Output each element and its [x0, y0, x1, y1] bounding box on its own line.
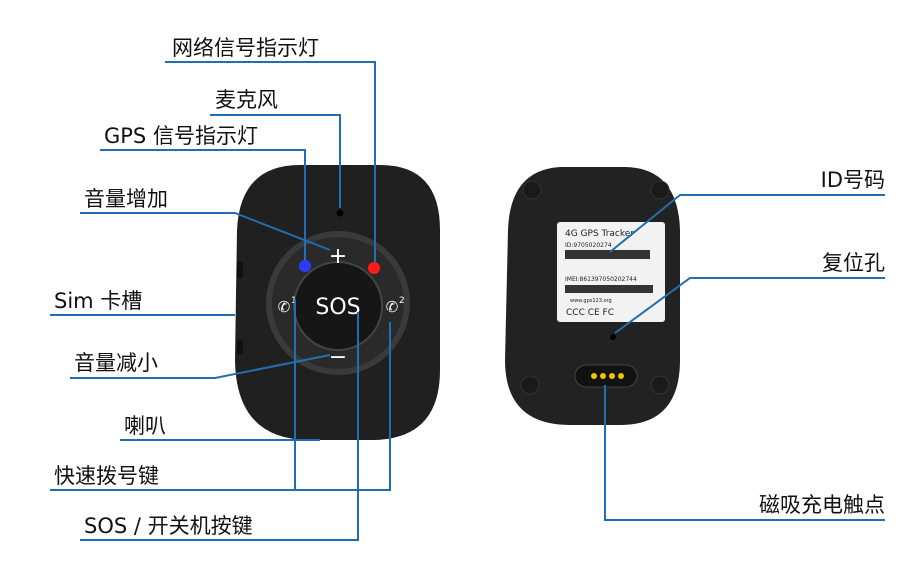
label-speaker: 喇叭	[124, 414, 166, 438]
plus-icon: +	[329, 244, 347, 269]
phone-icon-2: ✆	[386, 298, 399, 316]
sticker-title: 4G GPS Tracker	[565, 229, 634, 239]
label-microphone: 麦克风	[215, 88, 278, 112]
gps-led	[299, 260, 311, 272]
dial2-number: 2	[399, 296, 405, 306]
label-speed-dial: 快速拨号键	[54, 464, 159, 488]
sticker-website: www.gps123.org	[570, 298, 612, 304]
label-network-led: 网络信号指示灯	[172, 36, 319, 60]
sticker-id: ID:9705020274	[565, 242, 612, 249]
leader-lines	[50, 61, 885, 541]
phone-icon-1: ✆	[278, 298, 291, 316]
sticker-imei: IMEI:861397050202744	[565, 276, 637, 283]
dial1-number: 1	[291, 296, 297, 306]
microphone-hole	[336, 209, 344, 217]
label-charging-contacts: 磁吸充电触点	[759, 493, 885, 517]
label-gps-led: GPS 信号指示灯	[104, 124, 258, 148]
minus-icon: −	[329, 345, 347, 370]
network-led	[368, 262, 380, 274]
label-reset-hole: 复位孔	[822, 251, 885, 275]
sticker	[557, 222, 665, 322]
label-volume-down: 音量减小	[74, 351, 158, 375]
label-sim-slot: Sim 卡槽	[54, 289, 143, 313]
label-id-number: ID号码	[820, 168, 885, 192]
sticker-certs: CCC CE FC	[566, 308, 614, 318]
label-sos-power: SOS / 开关机按键	[84, 514, 253, 538]
device-back	[505, 167, 680, 425]
reset-hole	[610, 334, 616, 340]
label-volume-up: 音量增加	[84, 187, 168, 211]
sos-button-label: SOS	[315, 295, 360, 320]
